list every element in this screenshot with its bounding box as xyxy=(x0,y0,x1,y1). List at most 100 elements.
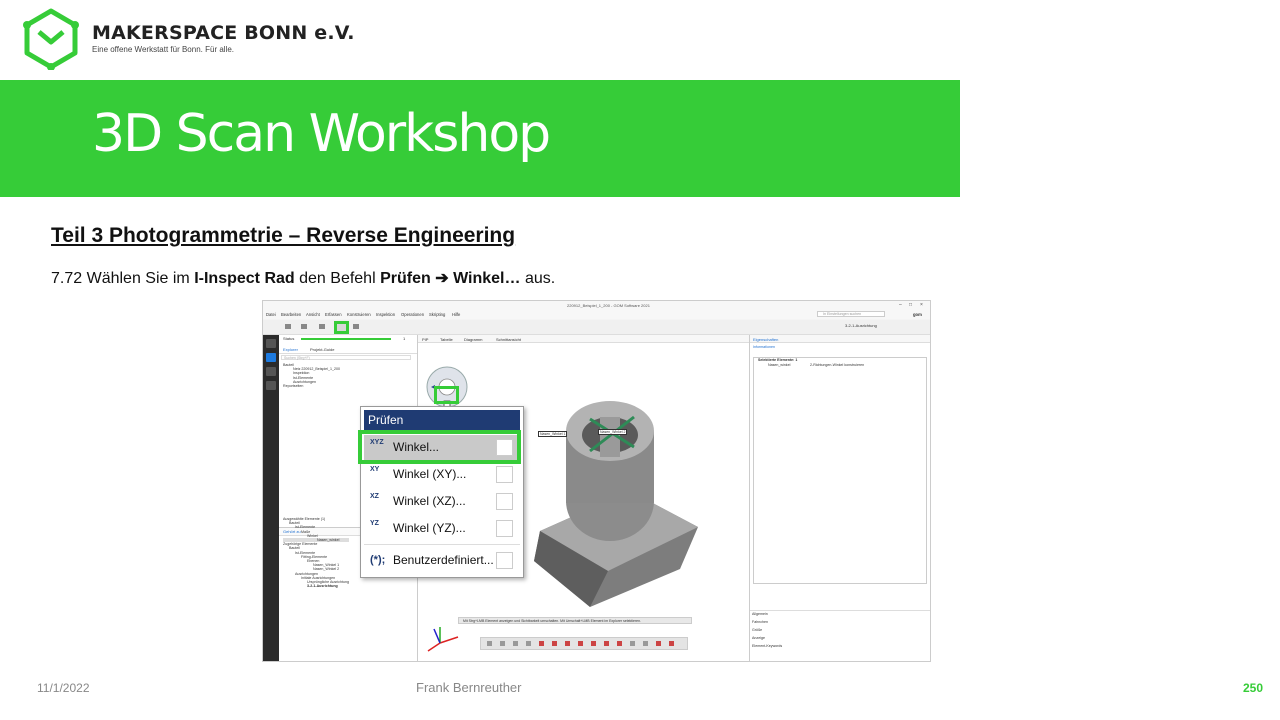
menu-item-checkbox[interactable] xyxy=(496,439,513,456)
menu-item-checkbox[interactable] xyxy=(496,552,513,569)
menu-konstruieren[interactable]: Konstruieren xyxy=(347,312,371,317)
toolbar-icon[interactable] xyxy=(539,641,544,646)
tree-item[interactable]: Ausrichtungen xyxy=(295,571,318,576)
menu-operationen[interactable]: Operationen xyxy=(401,312,425,317)
divider xyxy=(750,610,930,611)
view-toolbar xyxy=(480,637,688,650)
menu-erfassen[interactable]: Erfassen xyxy=(325,312,342,317)
tree-item[interactable]: Bauteil xyxy=(283,363,294,367)
section-heading: Teil 3 Photogrammetrie – Reverse Enginee… xyxy=(51,224,516,247)
menu-item-winkel[interactable]: XYZ Winkel... xyxy=(364,435,520,460)
menu-item-winkel-xy[interactable]: XY Winkel (XY)... xyxy=(364,462,520,487)
tab-pip[interactable]: PIP xyxy=(422,336,429,342)
menu-ansicht[interactable]: Ansicht xyxy=(306,312,320,317)
tree-item[interactable]: Ist-Elemente xyxy=(295,550,316,555)
document-icon[interactable] xyxy=(266,367,276,376)
toolbar-icon[interactable] xyxy=(591,641,596,646)
menu-inspektion[interactable]: Inspektion xyxy=(376,312,396,317)
i-inspect-wheel-button[interactable] xyxy=(334,321,349,334)
menu-item-label: Winkel (XY)... xyxy=(393,467,467,481)
close-icon[interactable]: × xyxy=(920,302,923,308)
tree-item[interactable]: 3-2-1-Ausrichtung xyxy=(307,584,338,589)
toolbar-icon[interactable] xyxy=(285,324,291,329)
tab-tabelle[interactable]: Tabelle xyxy=(440,336,453,342)
instruction-bold: Winkel… xyxy=(453,270,521,287)
tree-item[interactable]: Nasen_Winkel 1 xyxy=(313,563,340,568)
maximize-icon[interactable]: □ xyxy=(909,302,913,308)
toolbar-icon[interactable] xyxy=(500,641,505,646)
prop-section[interactable]: Element-Keywords xyxy=(752,644,783,648)
tab-diagramm[interactable]: Diagramm xyxy=(464,336,483,342)
toolbar-icon[interactable] xyxy=(487,641,492,646)
home-icon[interactable] xyxy=(266,339,276,348)
pruefen-wheel-button[interactable] xyxy=(434,386,459,404)
toolbar-icon[interactable] xyxy=(565,641,570,646)
toolbar-icon[interactable] xyxy=(513,641,518,646)
tree-item[interactable]: Zugehörige Elemente xyxy=(283,542,318,547)
menu-bearbeiten[interactable]: Bearbeiten xyxy=(281,312,302,317)
tree-item[interactable]: Nasen_Winkel 2 xyxy=(313,567,340,572)
explorer-search-input[interactable]: Suchen (Strg+F) xyxy=(281,355,411,360)
toolbar-icon[interactable] xyxy=(578,641,583,646)
tab-projekt-guide[interactable]: Projekt-Guide xyxy=(310,347,335,352)
menu-item-winkel-yz[interactable]: YZ Winkel (YZ)... xyxy=(364,516,520,541)
tree-item[interactable]: Ursprüngliche Ausrichtung xyxy=(307,580,349,585)
search-icon[interactable] xyxy=(266,353,276,362)
menu-item-checkbox[interactable] xyxy=(496,493,513,510)
tree-item[interactable]: Ausgewählte Elemente (1) xyxy=(283,517,326,521)
toolbar-icon[interactable] xyxy=(319,324,325,329)
label-nasen-winkel-2[interactable]: Nasen_Winkel 2 xyxy=(598,429,628,435)
menu-title: Prüfen xyxy=(364,410,520,430)
tree-item[interactable]: Inspektion xyxy=(293,371,310,376)
toolbar-icon[interactable] xyxy=(656,641,661,646)
tree-item[interactable]: Winkel xyxy=(307,533,318,538)
3d-viewport[interactable]: PIP Tabelle Diagramm Schnittansicht Nase… xyxy=(418,335,749,661)
instruction-part: aus. xyxy=(524,270,556,287)
custom-icon: (*); xyxy=(370,554,386,566)
toolbar-icon[interactable] xyxy=(669,641,674,646)
tree-item[interactable]: Bauteil xyxy=(289,546,300,551)
toolbar-icon[interactable] xyxy=(353,324,359,329)
menu-item-checkbox[interactable] xyxy=(496,520,513,537)
menu-hilfe[interactable]: Hilfe xyxy=(452,312,461,317)
minimize-icon[interactable]: – xyxy=(899,302,902,308)
makerspace-logo xyxy=(23,8,79,70)
tree-item[interactable]: Ausrichtungen xyxy=(293,379,316,384)
tree-item[interactable]: Initiale Ausrichtungen xyxy=(301,575,336,580)
tab-explorer[interactable]: Explorer xyxy=(283,347,298,352)
tree-item[interactable]: Fitting-Elemente xyxy=(301,554,328,559)
menu-item-winkel-xz[interactable]: XZ Winkel (XZ)... xyxy=(364,489,520,514)
prop-section[interactable]: Anzeige xyxy=(752,636,765,640)
tree-item[interactable]: Bauteil xyxy=(289,521,300,526)
tree-item-selected[interactable]: Nasen_winkel xyxy=(283,538,349,543)
menu-item-benutzerdefiniert[interactable]: (*); Benutzerdefiniert... xyxy=(364,548,520,573)
toolbar-icon[interactable] xyxy=(617,641,622,646)
prop-section[interactable]: Größe xyxy=(752,628,763,632)
alignment-selector[interactable]: 3-2-1-Ausrichtung xyxy=(845,323,877,328)
menu-skripting[interactable]: Skripting xyxy=(429,312,446,317)
tree-item[interactable]: Ebenen xyxy=(307,559,320,564)
menu-datei[interactable]: Datei xyxy=(266,312,276,317)
arrow-icon: ➔ xyxy=(435,270,449,287)
label-nasen-winkel-1[interactable]: Nasen_Winkel 1 xyxy=(538,431,568,437)
tree-item[interactable]: Netz 220912_Beispiel_1_200 xyxy=(293,367,340,372)
tree-item[interactable]: Ist-Elemente xyxy=(293,375,314,380)
toolbar-icon[interactable] xyxy=(643,641,648,646)
toolbar-icon[interactable] xyxy=(552,641,557,646)
grid-icon[interactable] xyxy=(266,381,276,390)
settings-search-input[interactable]: In Einstellungen suchen xyxy=(817,311,885,317)
toolbar-icon[interactable] xyxy=(604,641,609,646)
window-titlebar: 220912_Beispiel_1_200 - GOM Software 202… xyxy=(263,301,930,310)
tree-item[interactable]: Maße xyxy=(301,529,311,534)
toolbar-icon[interactable] xyxy=(301,324,307,329)
toolbar-icon[interactable] xyxy=(630,641,635,646)
prop-section[interactable]: Allgemein xyxy=(752,612,768,616)
tab-gehoert-zu[interactable]: Gehört zu xyxy=(283,529,301,534)
tab-eigenschaften[interactable]: Eigenschaften xyxy=(753,336,779,342)
tree-item[interactable]: Reportseiten xyxy=(283,384,304,389)
prop-section[interactable]: Fahnchen xyxy=(752,620,768,624)
menu-item-checkbox[interactable] xyxy=(496,466,513,483)
tab-schnittansicht[interactable]: Schnittansicht xyxy=(496,336,521,342)
toolbar-icon[interactable] xyxy=(526,641,531,646)
tree-item[interactable]: Ist-Elemente xyxy=(295,525,316,530)
